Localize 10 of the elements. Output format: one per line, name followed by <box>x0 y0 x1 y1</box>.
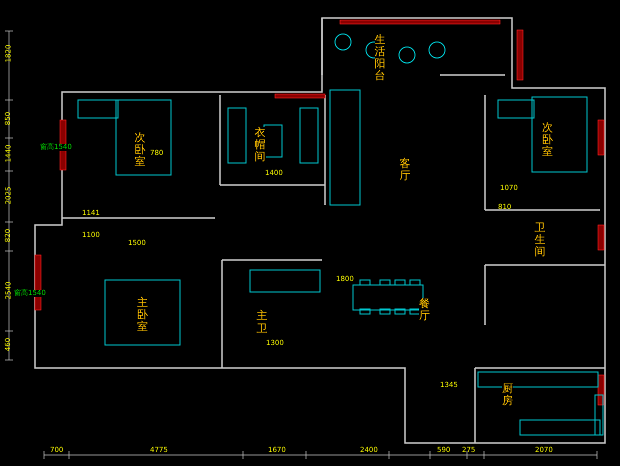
room-name: 衣帽间 <box>254 126 266 164</box>
room-name: 卫生间 <box>534 222 546 258</box>
room-name: 次卧室 <box>542 122 553 158</box>
room-name: 餐厅 <box>419 298 430 322</box>
room-name: 客厅 <box>400 158 410 182</box>
room-name: 次卧室 <box>134 132 146 168</box>
room-name: 主卫 <box>256 310 268 335</box>
room-name: 生活阳台 <box>374 34 386 82</box>
room-name: 主卧室 <box>137 296 148 334</box>
room-name: 厨房 <box>502 382 513 408</box>
